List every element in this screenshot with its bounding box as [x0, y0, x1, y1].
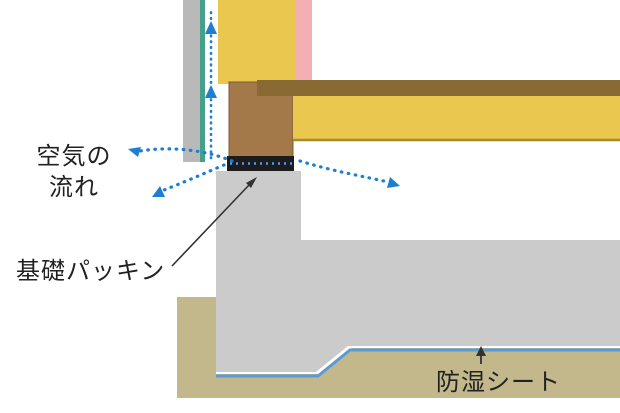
- packing-label: 基礎パッキン: [16, 258, 166, 285]
- airflow-arrow-left-down: [162, 163, 226, 192]
- airflow-arrowhead-left-down-icon: [152, 186, 165, 197]
- packing-leader-arrowhead-icon: [246, 177, 257, 188]
- airflow-arrow-left-up: [138, 147, 234, 163]
- airflow-arrowhead-wall-lower-icon: [205, 85, 217, 98]
- inner-wall-pink-layer: [296, 0, 312, 80]
- ground-soil-bottom: [216, 348, 620, 398]
- floor-panel: [293, 96, 620, 141]
- airflow-arrowhead-left-up-icon: [128, 147, 141, 157]
- vent-mesh-layer: [200, 0, 205, 162]
- airflow-label-line2: 流れ: [49, 174, 99, 201]
- airflow-arrowhead-right-icon: [387, 177, 400, 188]
- packing-leader-line: [171, 183, 251, 267]
- airflow-arrowhead-wall-upper-icon: [205, 21, 217, 34]
- moisture-sheet-line: [216, 348, 620, 378]
- wall-insulation: [218, 0, 296, 84]
- siding-layer: [183, 0, 200, 162]
- floor-beam-top: [257, 80, 620, 96]
- airflow-arrow-right: [298, 159, 390, 184]
- airflow-label-line1: 空気の: [36, 143, 112, 170]
- sheet-pointer-arrowhead-icon: [476, 346, 486, 356]
- concrete-foundation: [216, 171, 620, 372]
- airflow-label: 空気の 流れ: [24, 141, 124, 203]
- ground-soil-left: [177, 297, 216, 398]
- sheet-label: 防湿シート: [436, 369, 561, 396]
